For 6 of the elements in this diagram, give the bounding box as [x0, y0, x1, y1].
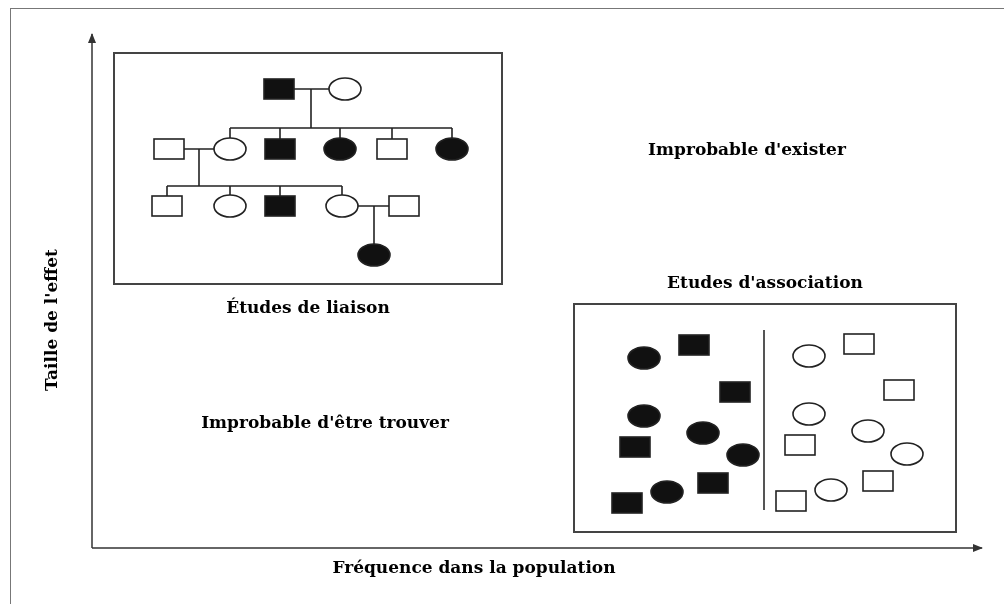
region-label: Improbable d'exister — [648, 138, 846, 162]
axis-title: Taille de l'effet — [40, 249, 63, 391]
panel-caption: Études de liaison — [226, 296, 390, 319]
region-label: Improbable d'être trouver — [201, 411, 449, 435]
axis-title: Fréquence dans la population — [332, 556, 616, 580]
panel-caption: Etudes d'association — [667, 270, 863, 294]
